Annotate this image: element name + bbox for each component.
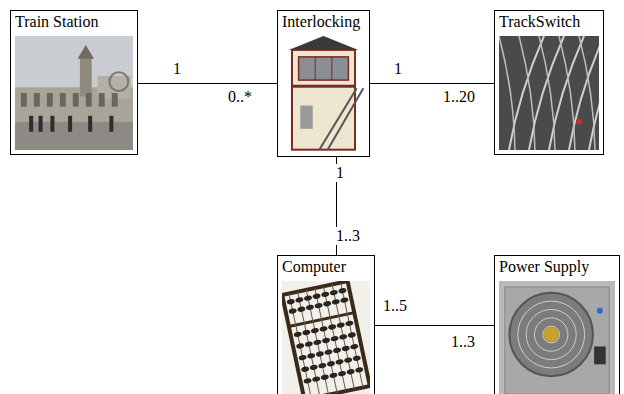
multiplicity-label: 1 xyxy=(334,164,346,182)
class-box: TrackSwitch xyxy=(494,10,604,155)
node-picture xyxy=(282,36,365,152)
class-name: Power Supply xyxy=(495,256,593,276)
multiplicity-label: 1..3 xyxy=(449,333,477,351)
class-box: Train Station xyxy=(10,10,138,155)
multiplicity-label: 1..5 xyxy=(381,297,409,315)
multiplicity-label: 0..* xyxy=(226,88,254,106)
multiplicity-label: 1 xyxy=(392,60,404,78)
class-name: TrackSwitch xyxy=(495,11,584,31)
multiplicity-label: 1 xyxy=(171,60,183,78)
node-picture xyxy=(282,281,370,394)
association-line xyxy=(375,325,494,326)
class-name: Computer xyxy=(278,256,350,276)
association-line xyxy=(138,83,277,84)
association-line xyxy=(370,83,494,84)
node-picture xyxy=(499,36,599,150)
class-box: Interlocking xyxy=(277,10,370,157)
multiplicity-label: 1..3 xyxy=(334,227,362,245)
class-box: Computer xyxy=(277,255,375,394)
multiplicity-label: 1..20 xyxy=(441,88,477,106)
class-box: Power Supply xyxy=(494,255,620,394)
class-name: Train Station xyxy=(11,11,102,31)
class-name: Interlocking xyxy=(278,11,364,31)
node-picture xyxy=(499,281,615,394)
node-picture xyxy=(15,36,133,150)
